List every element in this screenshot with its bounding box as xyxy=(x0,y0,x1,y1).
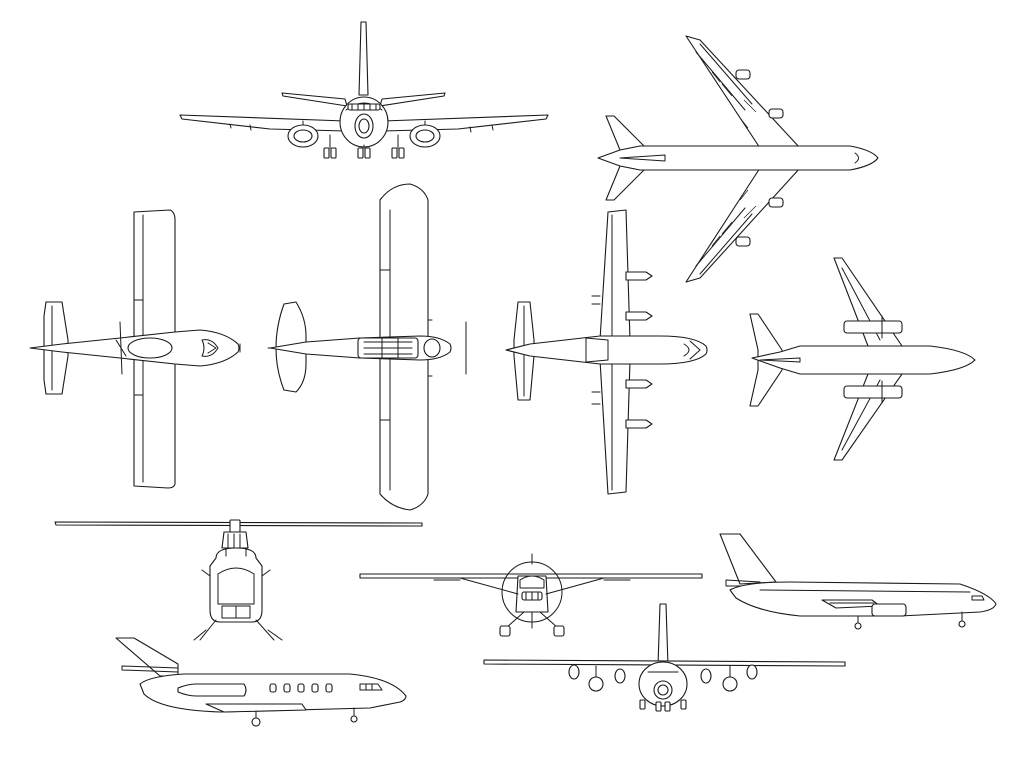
twinjet-top-view xyxy=(749,257,976,461)
engine-nacelles xyxy=(591,271,653,429)
high-wing-aircraft-top-view xyxy=(267,183,467,511)
cabin-windows xyxy=(269,683,333,693)
transport-aircraft-top-view xyxy=(505,209,708,495)
high-wing-aircraft-front-view xyxy=(359,553,703,637)
helicopter-front-view xyxy=(54,519,423,641)
low-wing-aircraft-top-view xyxy=(29,209,241,489)
airliner-side-view xyxy=(719,533,997,630)
transport-aircraft-front-view xyxy=(483,603,846,712)
business-jet-side-view xyxy=(115,637,407,727)
jumbo-jet-top-view xyxy=(597,35,879,283)
airliner-front-view xyxy=(179,21,549,159)
